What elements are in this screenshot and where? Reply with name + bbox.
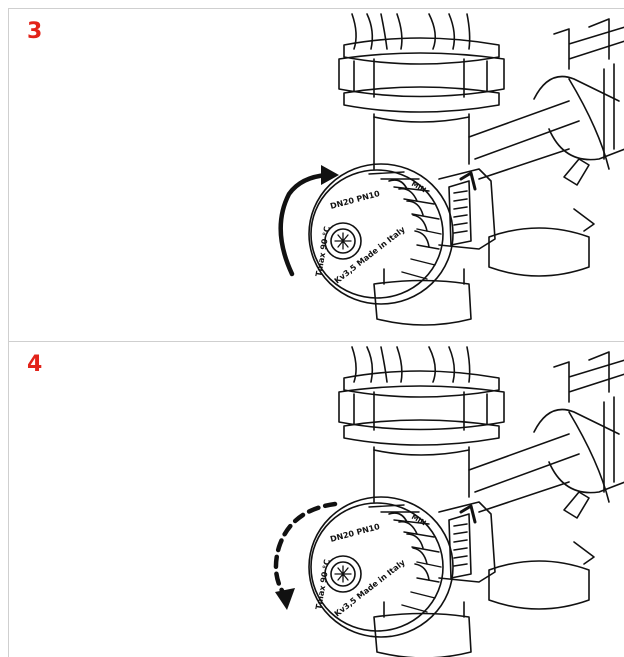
step-number: 4 bbox=[27, 352, 43, 377]
dial-text-top: DN20 PN10 bbox=[329, 522, 381, 544]
step-3-panel: 3 bbox=[8, 8, 624, 341]
dial-text-top: DN20 PN10 bbox=[329, 189, 381, 211]
dial-text-side: MIN bbox=[410, 180, 427, 195]
valve-illustration: DN20 PN10 Tmax 90 °C Kv3,5 Made in Italy… bbox=[273, 346, 624, 657]
step-number: 3 bbox=[27, 19, 43, 44]
dashed-curved-arrow bbox=[273, 501, 338, 597]
solid-curved-arrow bbox=[278, 172, 330, 277]
dial-text-bottom: Kv3,5 Made in Italy bbox=[333, 557, 408, 618]
valve-illustration: DN20 PN10 Tmax 90 °C Kv3,5 Made in Italy… bbox=[278, 13, 624, 326]
step-4-panel: 4 bbox=[8, 341, 624, 657]
dial-text-side: MIN bbox=[410, 513, 427, 528]
dial-text-bottom: Kv3,5 Made in Italy bbox=[333, 224, 408, 285]
